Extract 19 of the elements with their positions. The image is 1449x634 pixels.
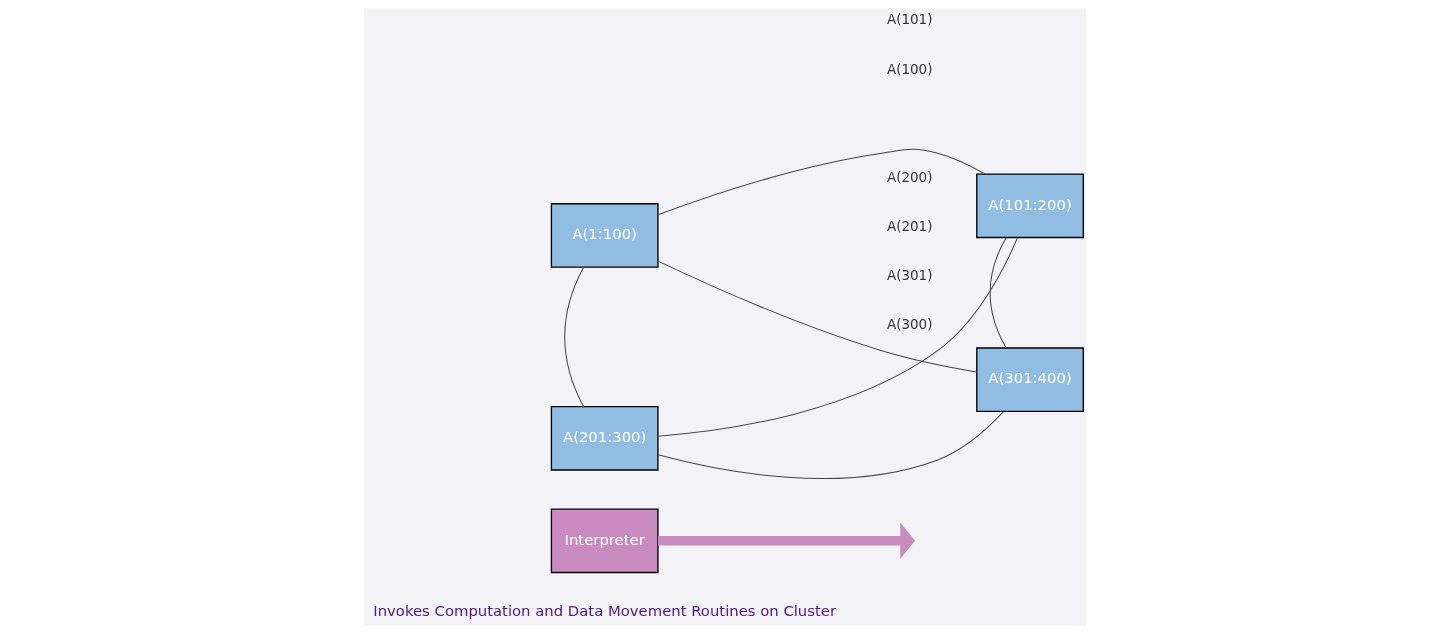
node-box: A(301:400): [975, 347, 1084, 413]
connector: [656, 410, 1004, 479]
connector: [657, 148, 985, 216]
arrow: [657, 522, 915, 560]
label: A(200): [886, 168, 932, 185]
node-box: A(101:200): [975, 173, 1084, 239]
connector: [563, 266, 584, 408]
connector: [656, 260, 977, 373]
label: A(300): [886, 316, 932, 333]
label: A(201): [886, 217, 932, 234]
label: A(101): [886, 11, 932, 28]
label: A(301): [886, 266, 932, 283]
node-box: Interpreter: [550, 508, 659, 574]
connector: [657, 237, 1018, 437]
node-label: Invokes Computation and Data Movement Routines on Cluster: [372, 602, 836, 620]
node-box: A(201:300): [550, 406, 659, 471]
connector: [989, 237, 1007, 349]
label: A(100): [886, 60, 932, 77]
node-box: A(1:100): [550, 203, 659, 268]
